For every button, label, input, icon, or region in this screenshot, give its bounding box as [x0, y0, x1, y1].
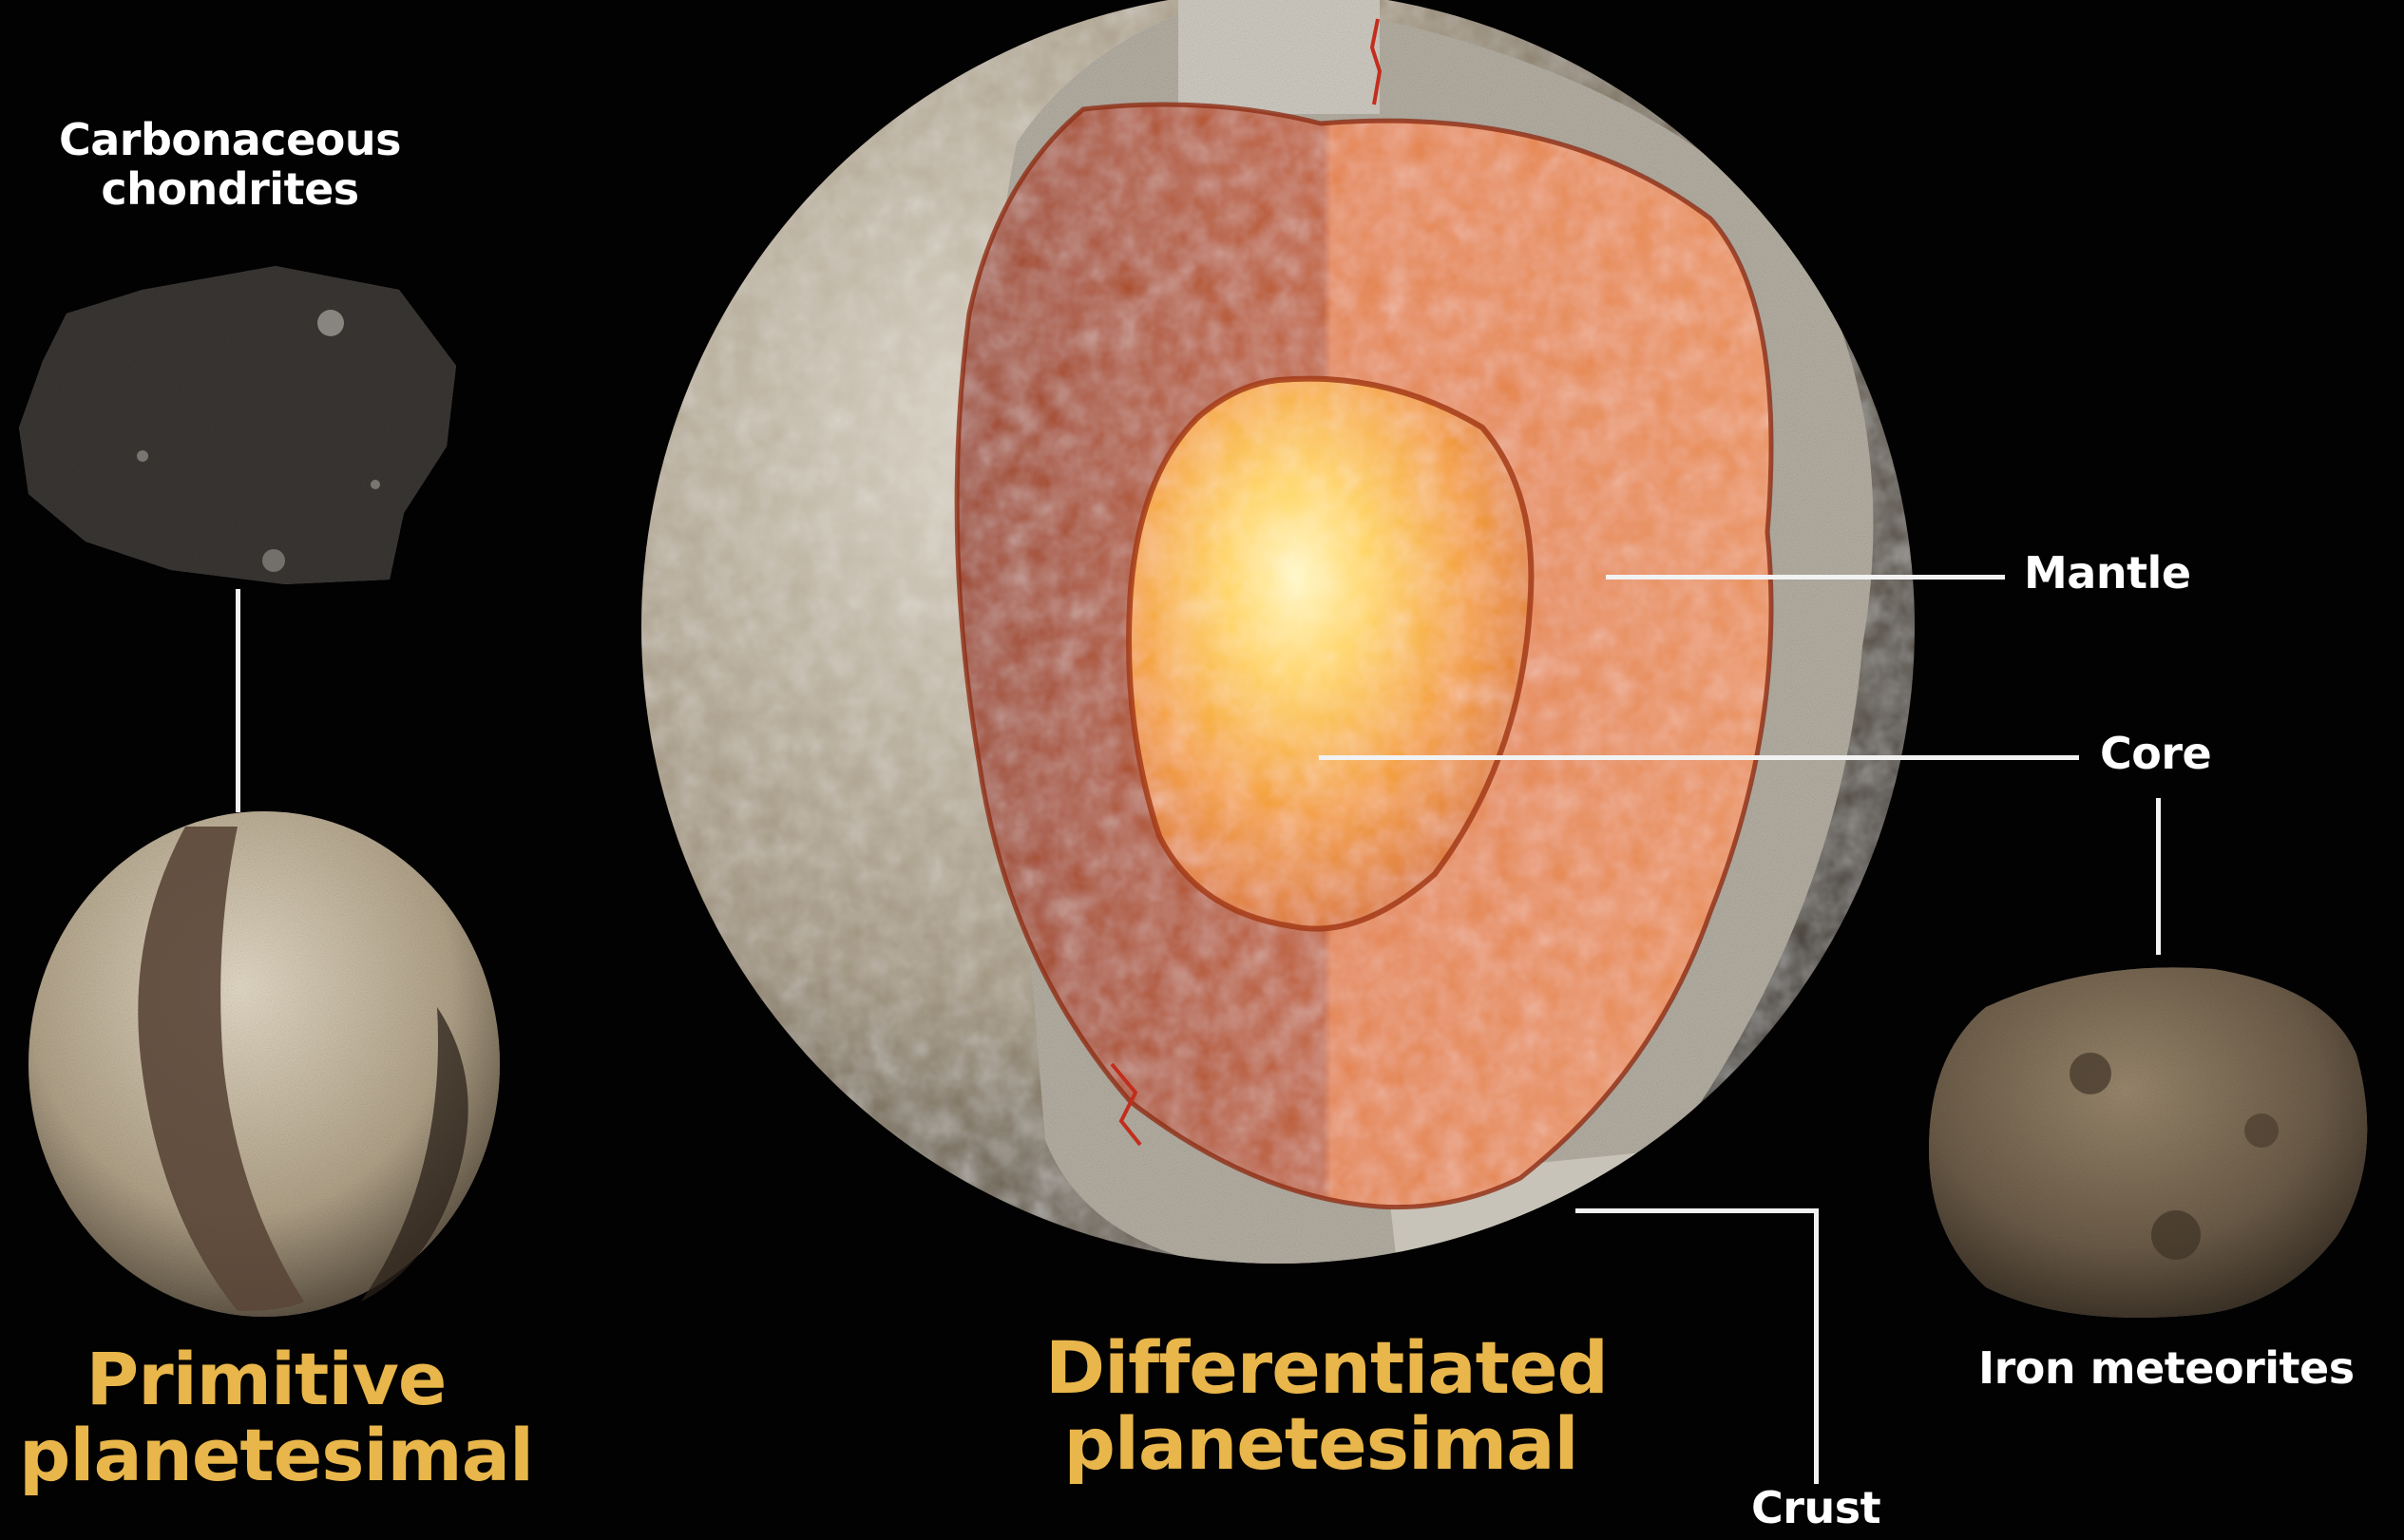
differentiated-planetesimal-title: Differentiated planetesimal — [1045, 1330, 1596, 1482]
differentiated-title-line2: planetesimal — [1045, 1406, 1596, 1482]
core-leader-line — [1319, 755, 2079, 760]
carbonaceous-label-line1: Carbonaceous — [59, 116, 401, 165]
core-label: Core — [2100, 730, 2211, 779]
primitive-title-line1: Primitive — [19, 1341, 513, 1417]
chondrite-rock-illustration — [19, 266, 456, 584]
chondrite-leader-line — [236, 589, 240, 812]
primitive-planetesimal-illustration — [29, 811, 500, 1317]
carbonaceous-label-line2: chondrites — [59, 165, 401, 215]
crust-leader-line-horizontal — [1575, 1208, 1819, 1213]
carbonaceous-chondrites-label: Carbonaceous chondrites — [59, 116, 401, 214]
crust-label: Crust — [1751, 1484, 1880, 1533]
iron-meteorites-label: Iron meteorites — [1978, 1344, 2355, 1394]
primitive-title-line2: planetesimal — [19, 1417, 513, 1493]
iron-leader-line — [2156, 798, 2161, 955]
mantle-leader-line — [1606, 575, 2005, 580]
crust-leader-line-vertical — [1814, 1208, 1819, 1484]
differentiated-planetesimal-illustration — [641, 0, 1915, 1264]
primitive-planetesimal-title: Primitive planetesimal — [19, 1341, 513, 1493]
differentiated-title-line1: Differentiated — [1045, 1330, 1596, 1406]
iron-meteorite-illustration — [1929, 967, 2367, 1318]
mantle-label: Mantle — [2024, 549, 2191, 599]
